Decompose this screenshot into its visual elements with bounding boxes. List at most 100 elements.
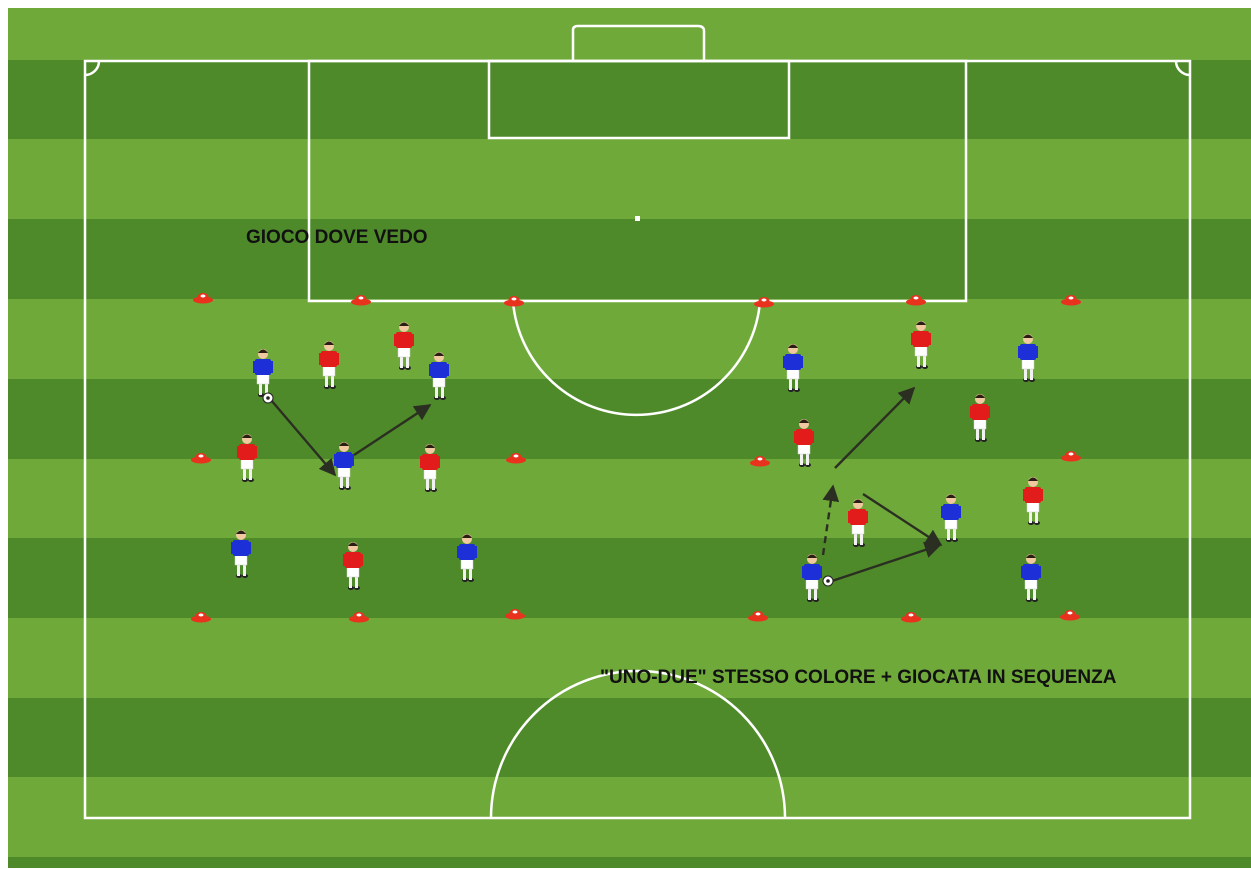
player-shirt (396, 332, 412, 348)
cone-tip (199, 455, 204, 458)
player-leg (426, 479, 429, 490)
player-arm (1018, 346, 1021, 358)
player-arm (334, 454, 337, 466)
player-leg (795, 379, 798, 390)
player-shirt (336, 452, 352, 468)
player-arm (1038, 566, 1041, 578)
player-arm (437, 456, 440, 468)
grass-stripe (8, 538, 1251, 618)
player-leg (860, 534, 863, 545)
player-shirt (345, 552, 361, 568)
cone-tip (199, 614, 204, 617)
player-arm (802, 566, 805, 578)
grass-stripe (8, 139, 1251, 219)
player-leg (1029, 512, 1032, 523)
player-arm (270, 361, 273, 373)
player-arm (360, 554, 363, 566)
player-shorts (241, 459, 253, 469)
player-arm (1021, 566, 1024, 578)
cone-tip (762, 299, 767, 302)
ball-patch (266, 396, 270, 400)
player-leg (800, 454, 803, 465)
player-arm (253, 361, 256, 373)
player-arm (865, 511, 868, 523)
left-drill-label: GIOCO DOVE VEDO (246, 228, 428, 247)
player-arm (429, 364, 432, 376)
player-arm (911, 333, 914, 345)
player-arm (446, 364, 449, 376)
player-shorts (461, 559, 473, 569)
grass-stripe (8, 299, 1251, 379)
player-arm (1023, 489, 1026, 501)
player-arm (248, 542, 251, 554)
player-leg (806, 454, 809, 465)
player-leg (1024, 369, 1027, 380)
player-leg (953, 529, 956, 540)
player-arm (941, 506, 944, 518)
player-shirt (1025, 487, 1041, 503)
player-leg (435, 387, 438, 398)
player-leg (331, 376, 334, 387)
player-leg (355, 577, 358, 588)
player-arm (958, 506, 961, 518)
cone-tip (1068, 612, 1073, 615)
player-leg (808, 589, 811, 600)
player-leg (243, 469, 246, 480)
player-arm (254, 446, 257, 458)
player-arm (411, 334, 414, 346)
player-shorts (852, 524, 864, 534)
player-shirt (431, 362, 447, 378)
player-arm (474, 546, 477, 558)
player-shorts (235, 555, 247, 565)
player-shorts (787, 369, 799, 379)
cone-tip (914, 297, 919, 300)
cone-tip (359, 297, 364, 300)
player-leg (947, 529, 950, 540)
player-arm (237, 446, 240, 458)
player-arm (783, 356, 786, 368)
cone-tip (758, 458, 763, 461)
grass-stripe (8, 60, 1251, 139)
grass-stripe (8, 379, 1251, 459)
grass-stripe (8, 219, 1251, 299)
grass-stripe (8, 698, 1251, 777)
player-shorts (257, 374, 269, 384)
player-arm (987, 406, 990, 418)
player-arm (336, 353, 339, 365)
player-shorts (323, 366, 335, 376)
cone-tip (909, 614, 914, 617)
player-arm (394, 334, 397, 346)
cone-tip (1069, 297, 1074, 300)
player-leg (463, 569, 466, 580)
player-arm (1035, 346, 1038, 358)
player-shorts (806, 579, 818, 589)
player-shorts (915, 346, 927, 356)
player-arm (819, 566, 822, 578)
player-leg (346, 477, 349, 488)
player-shirt (785, 354, 801, 370)
penalty-spot (635, 216, 640, 221)
player-leg (406, 357, 409, 368)
player-leg (982, 429, 985, 440)
player-shirt (943, 504, 959, 520)
player-shirt (233, 540, 249, 556)
player-arm (848, 511, 851, 523)
cone-tip (357, 614, 362, 617)
player-leg (1033, 589, 1036, 600)
player-leg (243, 565, 246, 576)
player-shorts (798, 444, 810, 454)
right-drill-label: "UNO-DUE" STESSO COLORE + GIOCATA IN SEQ… (600, 668, 1116, 687)
ball-patch (826, 579, 830, 583)
player-arm (928, 333, 931, 345)
player-arm (319, 353, 322, 365)
player-shorts (424, 469, 436, 479)
player-shorts (433, 377, 445, 387)
cone-tip (514, 455, 519, 458)
player-arm (811, 431, 814, 443)
player-shorts (347, 567, 359, 577)
player-arm (970, 406, 973, 418)
player-shirt (850, 509, 866, 525)
player-arm (794, 431, 797, 443)
player-shirt (321, 351, 337, 367)
ball-icon (263, 393, 273, 403)
